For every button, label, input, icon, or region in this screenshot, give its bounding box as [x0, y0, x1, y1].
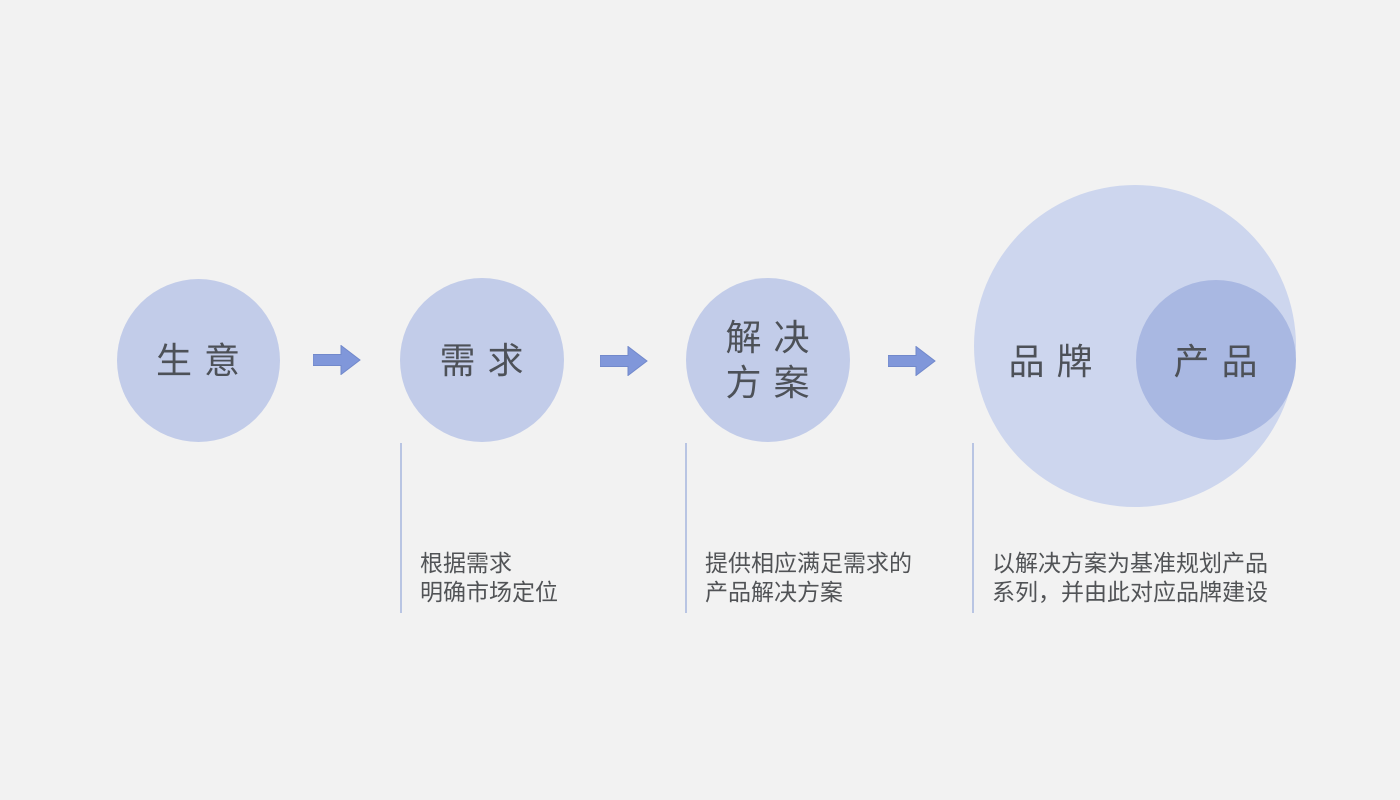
stage-label-demand: 需 求	[439, 339, 525, 381]
stage-label-solution-line1: 解 决	[725, 317, 811, 358]
note-line: 系列，并由此对应品牌建设	[992, 579, 1268, 605]
stage-circle-demand: 需 求	[400, 278, 564, 442]
stage-note-demand: 根据需求 明确市场定位	[420, 549, 558, 607]
stage-label-brand: 品 牌	[1008, 341, 1094, 382]
note-divider-line	[685, 443, 687, 613]
arrow-right-icon	[888, 346, 936, 376]
note-divider-line	[972, 443, 974, 613]
arrow-right-icon	[313, 345, 361, 375]
stage-label-solution-line2: 方 案	[725, 362, 811, 403]
stage-circle-solution: 解 决 方 案	[686, 278, 850, 442]
note-line: 提供相应满足需求的	[705, 550, 912, 576]
note-divider-line	[400, 443, 402, 613]
note-line: 明确市场定位	[420, 579, 558, 605]
note-line: 根据需求	[420, 550, 512, 576]
stage-note-brand: 以解决方案为基准规划产品 系列，并由此对应品牌建设	[992, 549, 1268, 607]
stage-label-business: 生 意	[155, 340, 241, 381]
stage-note-solution: 提供相应满足需求的 产品解决方案	[705, 549, 912, 607]
note-line: 以解决方案为基准规划产品	[992, 550, 1268, 576]
stage-label-product: 产 品	[1173, 341, 1259, 382]
stage-circle-product	[1136, 280, 1296, 440]
note-line: 产品解决方案	[705, 579, 843, 605]
stage-circle-business: 生 意	[117, 279, 280, 442]
arrow-right-icon	[600, 346, 648, 376]
